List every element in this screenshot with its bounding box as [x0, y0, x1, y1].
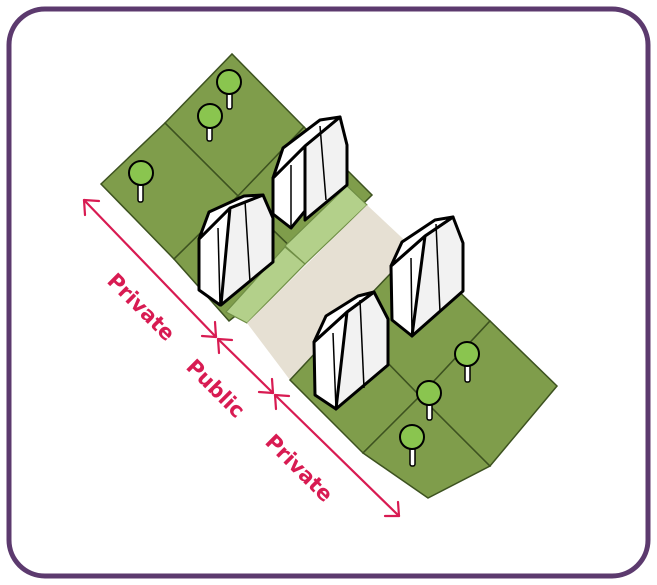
- dimension-line-public: [216, 337, 275, 395]
- tree-icon: [216, 69, 242, 110]
- house-icon: [312, 290, 390, 411]
- tree-icon: [399, 424, 425, 467]
- dimension-line-private-right: [273, 393, 401, 518]
- tree-icon: [197, 103, 223, 142]
- dimension-line-private-left: [82, 198, 218, 339]
- tree-icon: [128, 160, 154, 203]
- house-icon: [271, 115, 349, 230]
- house-icon: [197, 193, 275, 307]
- arrowhead-icon: [82, 198, 101, 217]
- public-street: [247, 205, 414, 380]
- tree-icon: [416, 380, 442, 421]
- arrowhead-icon: [200, 320, 218, 339]
- tree-icon: [454, 341, 480, 383]
- arrowhead-icon: [273, 393, 291, 411]
- arrowhead-icon: [216, 337, 234, 355]
- trees: [128, 69, 480, 467]
- house-icon: [389, 215, 465, 338]
- zone-dimension-arrows: [82, 198, 401, 518]
- arrowhead-icon: [257, 377, 275, 395]
- arrowhead-icon: [383, 500, 401, 518]
